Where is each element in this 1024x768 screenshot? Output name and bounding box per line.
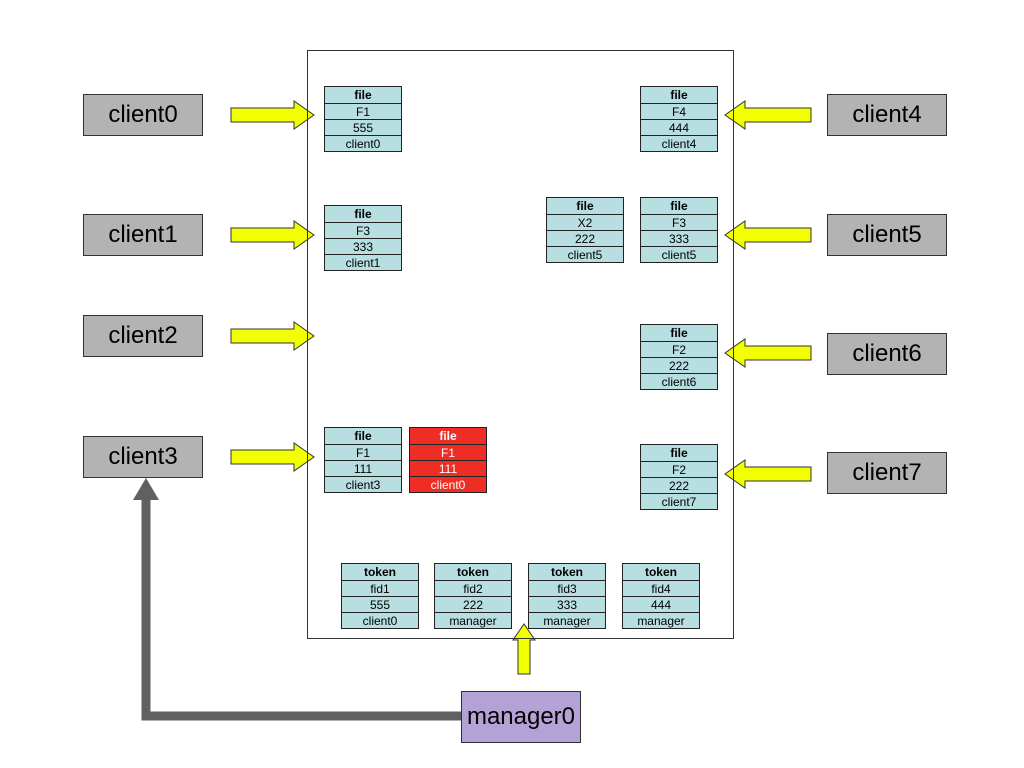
record-owner: client5 <box>641 246 717 262</box>
token-record-fid1: token fid1 555 client0 <box>341 563 419 629</box>
client3-box[interactable]: client3 <box>83 436 203 478</box>
record-id: 555 <box>325 119 401 135</box>
record-name: F3 <box>641 214 717 230</box>
record-header: file <box>576 199 594 213</box>
record-owner: manager <box>623 612 699 628</box>
record-id: 222 <box>641 357 717 373</box>
file-record-client6: file F2 222 client6 <box>640 324 718 390</box>
file-record-conflict: file F1 111 client0 <box>409 427 487 493</box>
token-record-fid2: token fid2 222 manager <box>434 563 512 629</box>
record-header: token <box>644 565 677 579</box>
arrow-client4 <box>724 100 812 130</box>
file-record-x2-client5: file X2 222 client5 <box>546 197 624 263</box>
record-header: file <box>354 88 372 102</box>
record-owner: client0 <box>325 135 401 151</box>
record-id: 222 <box>641 477 717 493</box>
record-owner: manager <box>435 612 511 628</box>
record-header: token <box>550 565 583 579</box>
client4-box[interactable]: client4 <box>827 94 947 136</box>
arrow-client3 <box>230 442 315 472</box>
client-label: client2 <box>108 322 178 349</box>
record-name: F1 <box>410 444 486 460</box>
record-header: file <box>670 88 688 102</box>
file-record-client7: file F2 222 client7 <box>640 444 718 510</box>
record-id: 333 <box>325 238 401 254</box>
manager-client3-link <box>141 500 461 721</box>
client5-box[interactable]: client5 <box>827 214 947 256</box>
record-id: 333 <box>529 596 605 612</box>
record-header: token <box>363 565 396 579</box>
record-id: 444 <box>623 596 699 612</box>
record-id: 111 <box>410 460 486 476</box>
record-id: 555 <box>342 596 418 612</box>
arrow-manager-up <box>512 623 536 675</box>
record-name: F1 <box>325 444 401 460</box>
record-owner: manager <box>529 612 605 628</box>
arrow-client1 <box>230 220 315 250</box>
client-label: client4 <box>852 101 922 128</box>
client0-box[interactable]: client0 <box>83 94 203 136</box>
record-id: 333 <box>641 230 717 246</box>
arrow-client7 <box>724 459 812 489</box>
manager-client3-arrowhead <box>133 478 159 500</box>
record-owner: client4 <box>641 135 717 151</box>
record-name: F4 <box>641 103 717 119</box>
record-header: token <box>456 565 489 579</box>
file-record-client0: file F1 555 client0 <box>324 86 402 152</box>
record-header: file <box>354 207 372 221</box>
file-record-client1: file F3 333 client1 <box>324 205 402 271</box>
record-name: fid2 <box>435 580 511 596</box>
record-name: F1 <box>325 103 401 119</box>
record-name: X2 <box>547 214 623 230</box>
record-id: 111 <box>325 460 401 476</box>
record-header: file <box>670 326 688 340</box>
record-owner: client7 <box>641 493 717 509</box>
record-name: fid1 <box>342 580 418 596</box>
record-owner: client0 <box>342 612 418 628</box>
record-owner: client6 <box>641 373 717 389</box>
record-name: F3 <box>325 222 401 238</box>
client-label: client0 <box>108 101 178 128</box>
record-id: 222 <box>435 596 511 612</box>
record-id: 444 <box>641 119 717 135</box>
client7-box[interactable]: client7 <box>827 452 947 494</box>
record-header: file <box>670 446 688 460</box>
file-record-client5: file F3 333 client5 <box>640 197 718 263</box>
manager-label: manager0 <box>466 703 576 730</box>
record-owner: client5 <box>547 246 623 262</box>
shared-store-box <box>307 50 734 639</box>
record-owner: client0 <box>410 476 486 492</box>
client-label: client3 <box>108 443 178 470</box>
record-header: file <box>354 429 372 443</box>
client6-box[interactable]: client6 <box>827 333 947 375</box>
client2-box[interactable]: client2 <box>83 315 203 357</box>
record-header: file <box>439 429 457 443</box>
record-id: 222 <box>547 230 623 246</box>
token-record-fid4: token fid4 444 manager <box>622 563 700 629</box>
record-name: F2 <box>641 461 717 477</box>
token-record-fid3: token fid3 333 manager <box>528 563 606 629</box>
client-label: client5 <box>852 221 922 248</box>
manager0-box[interactable]: manager0 <box>461 691 581 743</box>
record-owner: client1 <box>325 254 401 270</box>
arrow-client2 <box>230 321 315 351</box>
arrow-client5 <box>724 220 812 250</box>
client-label: client6 <box>852 340 922 367</box>
record-name: F2 <box>641 341 717 357</box>
record-owner: client3 <box>325 476 401 492</box>
record-name: fid3 <box>529 580 605 596</box>
client1-box[interactable]: client1 <box>83 214 203 256</box>
arrow-client0 <box>230 100 315 130</box>
arrow-client6 <box>724 338 812 368</box>
client-label: client1 <box>108 221 178 248</box>
record-name: fid4 <box>623 580 699 596</box>
file-record-client3: file F1 111 client3 <box>324 427 402 493</box>
file-record-client4: file F4 444 client4 <box>640 86 718 152</box>
client-label: client7 <box>852 459 922 486</box>
record-header: file <box>670 199 688 213</box>
